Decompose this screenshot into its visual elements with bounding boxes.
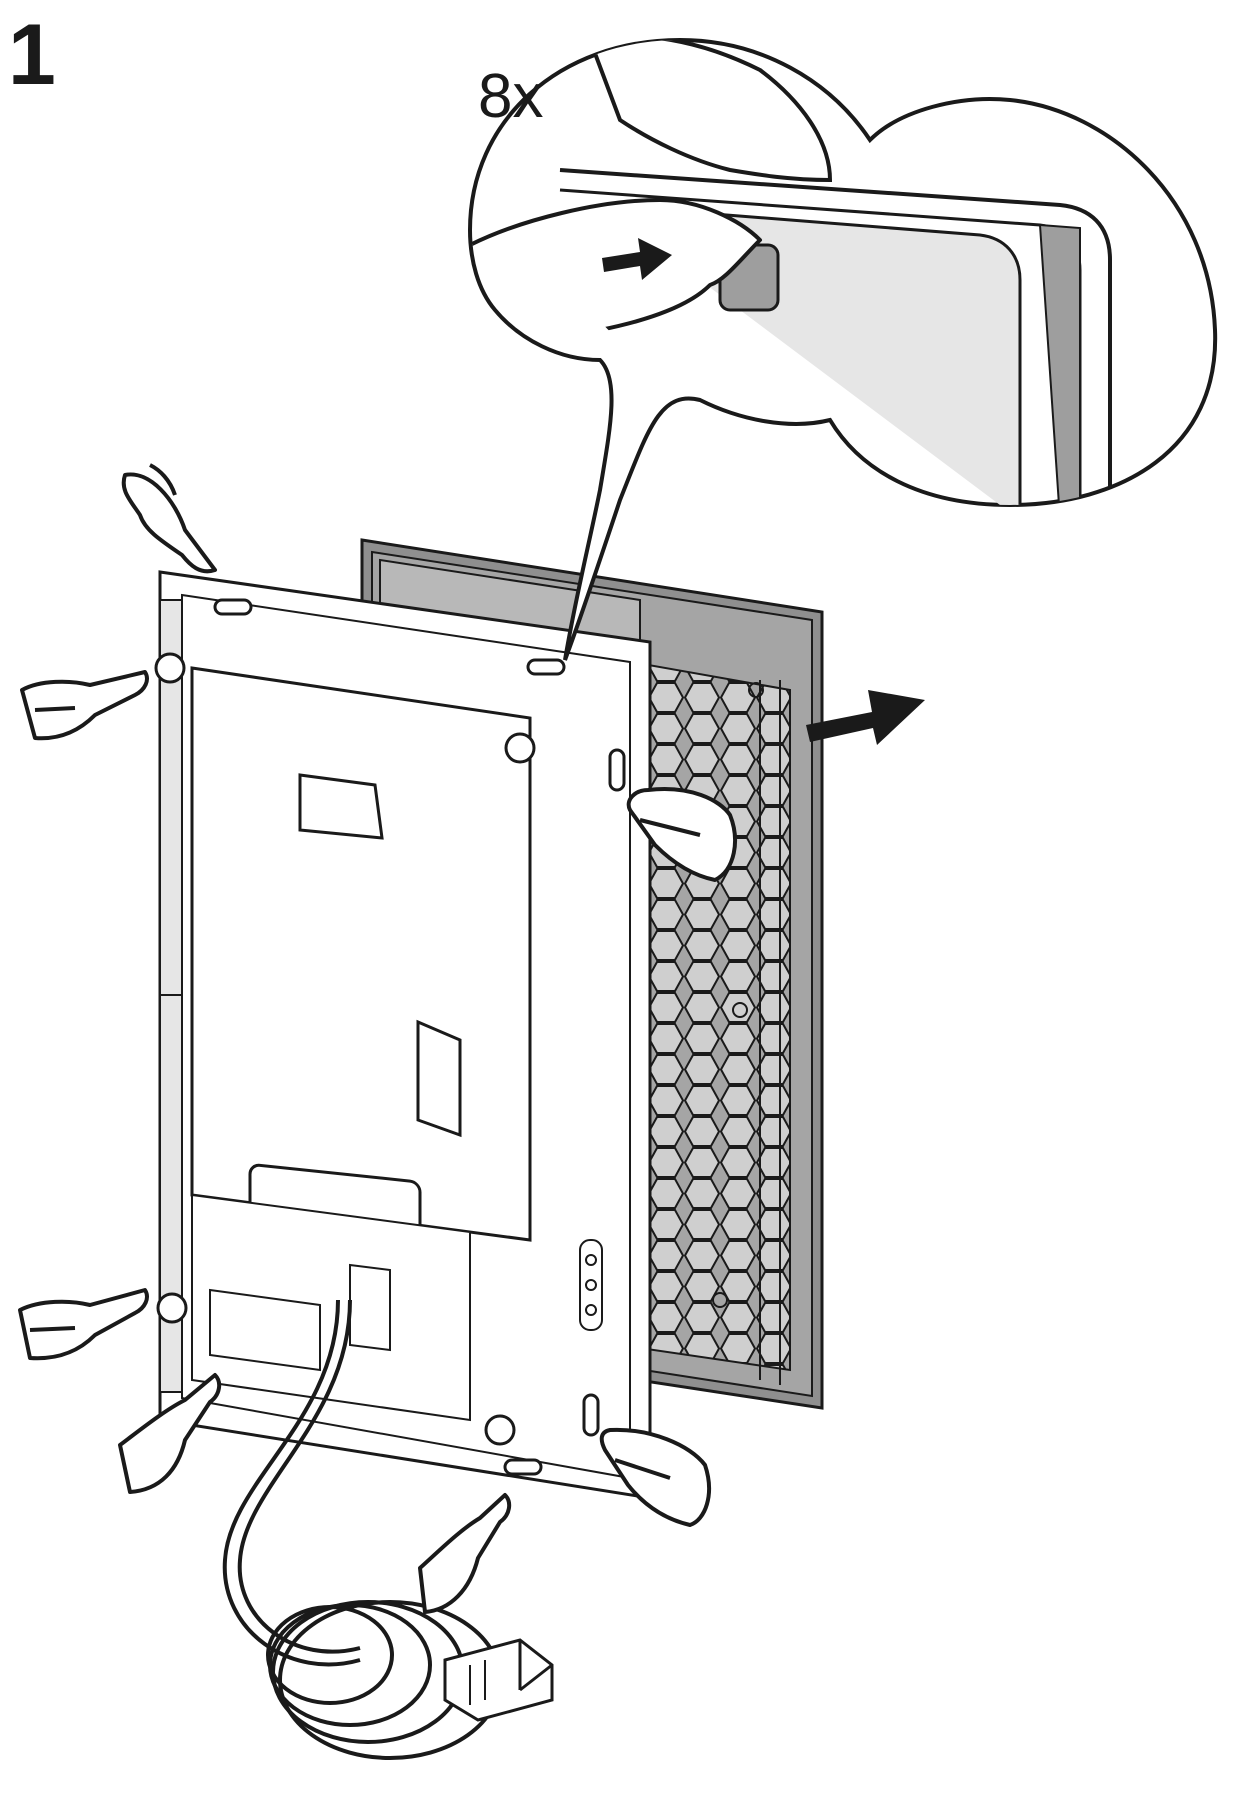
detail-callout — [467, 37, 1218, 661]
repeat-count-label: 8x — [478, 62, 544, 131]
pointing-hand-icon — [18, 1288, 149, 1361]
pointing-hand-icon — [418, 1493, 512, 1614]
pointing-hand-icon — [121, 463, 217, 574]
pointing-hand-icon — [20, 670, 149, 741]
plug-icon — [443, 1638, 554, 1722]
arrow-right-icon — [806, 690, 925, 745]
pointing-hand-icon — [599, 1427, 711, 1527]
front-panel — [154, 570, 652, 1500]
pointing-hand-icon — [118, 1373, 222, 1494]
pointing-hand-icon — [626, 787, 737, 882]
step-number: 1 — [8, 7, 56, 103]
